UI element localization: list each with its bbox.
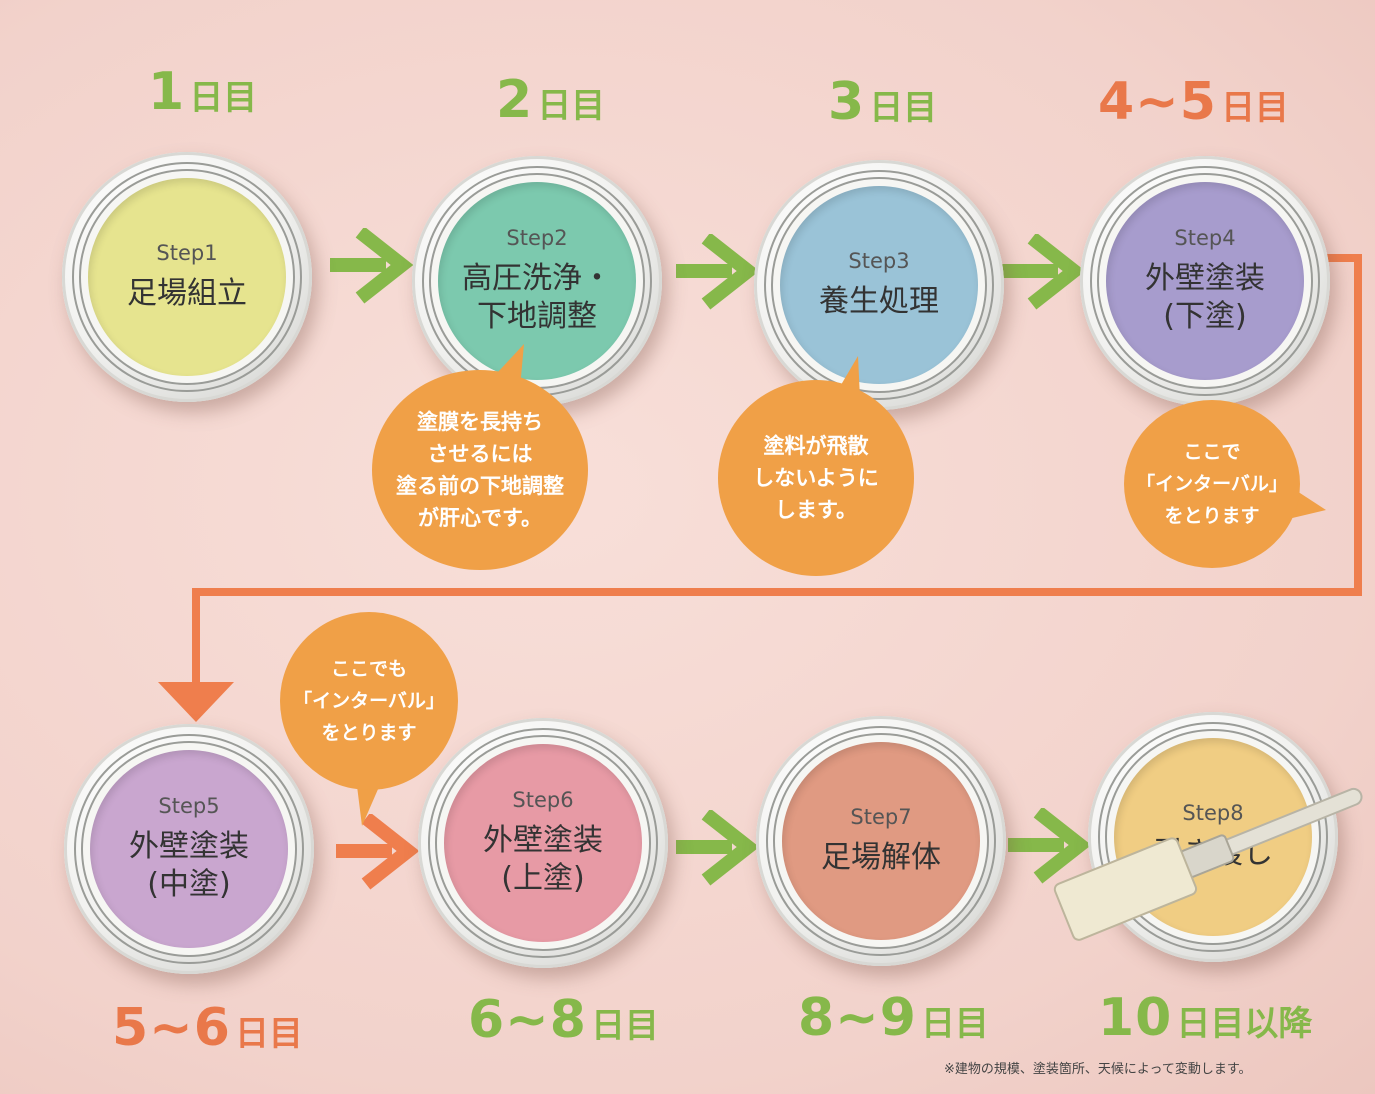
can-rim bbox=[764, 170, 994, 400]
step-can-1: Step1 足場組立 bbox=[62, 152, 312, 402]
day-number: 1 bbox=[148, 62, 186, 122]
day-number: 3 bbox=[828, 72, 866, 132]
step-label: Step2 bbox=[506, 226, 568, 250]
day-suffix: 日目 bbox=[537, 86, 606, 126]
day-suffix: 日目 bbox=[590, 1006, 659, 1046]
arrow-down-icon bbox=[158, 682, 234, 722]
speech-bubble-1: 塗膜を長持ち させるには 塗る前の下地調整 が肝心です。 bbox=[372, 370, 588, 570]
speech-bubble-3: ここで 「インターバル」 をとります bbox=[1124, 400, 1300, 568]
step-title: 外壁塗装 (中塗) bbox=[129, 829, 249, 902]
day-suffix: 日目 bbox=[189, 78, 258, 118]
day-suffix: 日目 bbox=[234, 1014, 303, 1054]
speech-bubble-2: 塗料が飛散 しないように します。 bbox=[718, 380, 914, 576]
day-number: 10 bbox=[1098, 988, 1173, 1048]
day-suffix: 日目以降 bbox=[1176, 1004, 1313, 1044]
arrow-right-icon bbox=[1002, 234, 1086, 310]
paint-surface: Step3 養生処理 bbox=[780, 186, 978, 384]
day-number: 4~5 bbox=[1098, 72, 1217, 132]
day-number: 6~8 bbox=[468, 990, 587, 1050]
step-label: Step4 bbox=[1174, 226, 1236, 250]
step-can-5: Step5 外壁塗装 (中塗) bbox=[64, 724, 314, 974]
bubble-text: 塗料が飛散 しないように します。 bbox=[753, 434, 879, 522]
step-title: 外壁塗装 (上塗) bbox=[483, 823, 603, 896]
bubble-text: ここでも 「インターバル」 をとります bbox=[293, 658, 445, 744]
speech-bubble-4: ここでも 「インターバル」 をとります bbox=[280, 612, 458, 790]
can-rim bbox=[72, 162, 302, 392]
can-rim bbox=[428, 728, 658, 958]
step-label: Step7 bbox=[850, 805, 912, 829]
step-can-7: Step7 足場解体 bbox=[756, 716, 1006, 966]
step-title: 高圧洗浄・ 下地調整 bbox=[462, 261, 612, 334]
step-title: 足場組立 bbox=[127, 276, 247, 311]
arrow-right-icon bbox=[336, 814, 420, 890]
day-number: 8~9 bbox=[798, 988, 917, 1048]
step-title: 外壁塗装 (下塗) bbox=[1145, 261, 1265, 334]
day-suffix: 日目 bbox=[1220, 88, 1289, 128]
arrow-right-icon bbox=[676, 234, 760, 310]
step-label: Step3 bbox=[848, 249, 910, 273]
paint-surface: Step2 高圧洗浄・ 下地調整 bbox=[438, 182, 636, 380]
day-number: 5~6 bbox=[112, 998, 231, 1058]
step-can-3: Step3 養生処理 bbox=[754, 160, 1004, 410]
step-title: 養生処理 bbox=[819, 284, 939, 319]
bubble-text: 塗膜を長持ち させるには 塗る前の下地調整 が肝心です。 bbox=[396, 410, 564, 530]
day-suffix: 日目 bbox=[920, 1004, 989, 1044]
step-can-4: Step4 外壁塗装 (下塗) bbox=[1080, 156, 1330, 406]
can-rim bbox=[1090, 166, 1320, 396]
arrow-right-icon bbox=[1008, 808, 1092, 884]
can-rim bbox=[74, 734, 304, 964]
step-can-6: Step6 外壁塗装 (上塗) bbox=[418, 718, 668, 968]
paint-brush-icon bbox=[1053, 787, 1363, 941]
can-rim bbox=[1098, 722, 1328, 952]
step-label: Step6 bbox=[512, 788, 574, 812]
footnote: ※建物の規模、塗装箇所、天候によって変動します。 bbox=[944, 1062, 1252, 1077]
step-label: Step1 bbox=[156, 241, 218, 265]
paint-surface: Step5 外壁塗装 (中塗) bbox=[90, 750, 288, 948]
step-can-2: Step2 高圧洗浄・ 下地調整 bbox=[412, 156, 662, 406]
bubble-text: ここで 「インターバル」 をとります bbox=[1136, 441, 1288, 527]
paint-surface: Step6 外壁塗装 (上塗) bbox=[444, 744, 642, 942]
paint-surface: Step1 足場組立 bbox=[88, 178, 286, 376]
paint-surface: Step7 足場解体 bbox=[782, 742, 980, 940]
step-label: Step5 bbox=[158, 794, 220, 818]
day-suffix: 日目 bbox=[869, 88, 938, 128]
day-number: 2 bbox=[496, 70, 534, 130]
paint-surface: Step4 外壁塗装 (下塗) bbox=[1106, 182, 1304, 380]
step-title: 足場解体 bbox=[821, 840, 941, 875]
arrow-right-icon bbox=[676, 810, 760, 886]
can-rim bbox=[766, 726, 996, 956]
arrow-right-icon bbox=[330, 228, 414, 304]
step-label: Step8 bbox=[1182, 801, 1244, 825]
